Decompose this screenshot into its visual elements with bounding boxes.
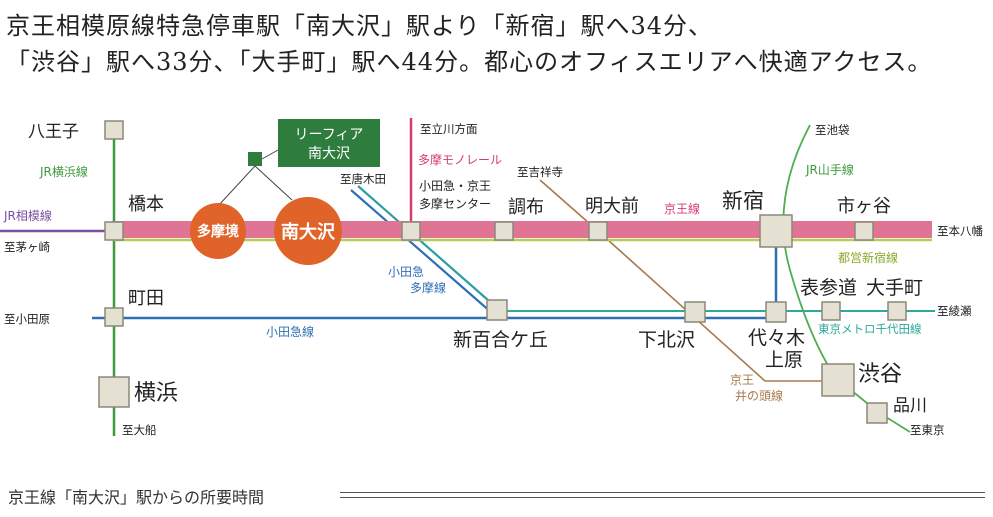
property-leader-2 — [254, 165, 293, 201]
line-label-odakyu-tama-1: 小田急 — [388, 264, 424, 279]
direction-odawara: 至小田原 — [4, 312, 50, 326]
line-label-jr-yokohama: JR横浜線 — [39, 164, 88, 179]
station-otemachi-marker — [887, 301, 907, 321]
station-otemachi-label: 大手町 — [866, 277, 923, 299]
station-yokohama-marker — [98, 376, 130, 408]
station-meidaimae-label: 明大前 — [585, 196, 639, 217]
direction-chigasaki: 至茅ヶ崎 — [4, 240, 50, 254]
station-shinagawa-marker — [866, 402, 888, 424]
direction-tokyo: 至東京 — [910, 423, 945, 437]
property-marker — [248, 152, 262, 166]
station-ichigaya-label: 市ヶ谷 — [837, 196, 891, 217]
footer-caption: 京王線「南大沢」駅からの所要時間 — [8, 488, 265, 507]
property-label-line-1: リーフィア — [295, 127, 364, 143]
station-shibuya-label: 渋谷 — [858, 362, 902, 387]
property-leader-3 — [261, 149, 279, 160]
tamasakai-station-circle — [190, 203, 246, 259]
line-label-chiyoda: 東京メトロ千代田線 — [818, 322, 922, 336]
station-chofu-label: 調布 — [508, 197, 544, 218]
line-label-monorail: 多摩モノレール — [418, 152, 502, 167]
line-label-odakyu-tama-2: 多摩線 — [410, 280, 446, 295]
line-label-keio: 京王線 — [664, 201, 700, 216]
footer-rule-1 — [340, 492, 985, 493]
property-label-box — [278, 119, 380, 167]
station-omotesando-marker — [821, 301, 841, 321]
station-shinjuku-label: 新宿 — [722, 189, 764, 213]
yamanote-line — [782, 124, 911, 433]
station-machida-marker — [104, 307, 124, 327]
station-tamacenter-marker — [401, 221, 421, 241]
station-shibuya-marker — [821, 363, 855, 397]
line-label-inokashira-1: 京王 — [730, 373, 754, 387]
minamiosawa-station-label: 南大沢 — [281, 221, 336, 243]
station-shimokitazawa-marker — [684, 301, 706, 323]
headline-line-1: 京王相模原線特急停車駅「南大沢」駅より「新宿」駅へ34分、 — [6, 12, 714, 40]
station-hashimoto-label: 橋本 — [128, 194, 164, 215]
station-yoyogiuehara-label-2: 上原 — [765, 349, 803, 371]
station-meidaimae-marker — [588, 221, 608, 241]
station-omotesando-label: 表参道 — [800, 277, 857, 299]
station-hashimoto-marker — [104, 221, 124, 241]
footer-rule-2 — [340, 497, 985, 498]
direction-ofuna: 至大船 — [122, 423, 157, 437]
line-label-toei: 都営新宿線 — [838, 250, 898, 265]
station-shinyurigaoka-label: 新百合ケ丘 — [453, 329, 548, 351]
station-yoyogiuehara-marker — [765, 301, 787, 323]
inokashira-line-b — [597, 230, 766, 382]
station-tamacenter-label-2: 多摩センター — [419, 196, 491, 211]
tamasakai-station-label: 多摩境 — [197, 223, 239, 240]
line-label-jr-sagami: JR相模線 — [3, 208, 52, 223]
station-hachioji-label: 八王子 — [28, 122, 79, 142]
station-tamacenter-label-1: 小田急・京王 — [419, 178, 491, 193]
minamiosawa-station-circle — [274, 197, 342, 265]
station-yoyogiuehara-label-1: 代々木 — [748, 327, 805, 349]
direction-motoyawata: 至本八幡 — [937, 224, 983, 238]
station-yokohama-label: 横浜 — [134, 381, 178, 406]
odakyu-tama-line-b — [350, 189, 493, 314]
direction-tachikawa: 至立川方面 — [420, 122, 478, 136]
odakyu-tama-line-a — [357, 185, 498, 309]
station-shinyurigaoka-marker — [486, 299, 508, 321]
direction-ayase: 至綾瀬 — [937, 304, 972, 318]
direction-kichijoji: 至吉祥寺 — [517, 165, 563, 179]
line-label-inokashira-2: 井の頭線 — [735, 388, 783, 403]
station-shinagawa-label: 品川 — [893, 396, 927, 416]
property-leader-1 — [217, 165, 256, 207]
direction-ikebukuro: 至池袋 — [815, 123, 850, 137]
line-label-odakyu: 小田急線 — [266, 324, 314, 339]
station-chofu-marker — [494, 221, 514, 241]
line-label-yamanote: JR山手線 — [805, 162, 854, 177]
station-ichigaya-marker — [854, 221, 874, 241]
station-shinjuku-marker — [759, 214, 793, 248]
station-shimokitazawa-label: 下北沢 — [638, 329, 695, 351]
property-label-line-2: 南大沢 — [308, 146, 350, 162]
direction-karakida: 至唐木田 — [340, 172, 386, 186]
station-machida-label: 町田 — [128, 288, 164, 309]
headline-line-2: 「渋谷」駅へ33分、「大手町」駅へ44分。都心のオフィスエリアへ快適アクセス。 — [6, 48, 933, 76]
station-hachioji-marker — [104, 120, 124, 140]
